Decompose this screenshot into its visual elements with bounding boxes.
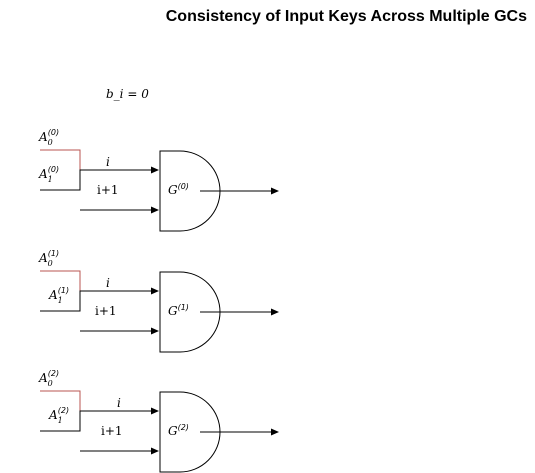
wire-label-lower: i+1: [95, 304, 117, 318]
input-wire-upper: [40, 287, 159, 312]
key-zero-label: A0(2): [38, 369, 59, 388]
key-zero-label: A0(0): [38, 128, 59, 147]
condition-label: b_i = 0: [106, 87, 149, 101]
key-one-label: A1(1): [48, 286, 69, 305]
input-wire-upper: [40, 407, 159, 432]
diagram-title: Consistency of Input Keys Across Multipl…: [165, 8, 527, 25]
wire-label-lower: i+1: [97, 183, 119, 197]
wire-label-upper: i: [106, 155, 110, 169]
key-zero-wire: [40, 149, 81, 170]
key-zero-wire: [40, 390, 81, 411]
key-one-label: A1(2): [48, 406, 69, 425]
gate-shape: [159, 271, 221, 353]
key-zero-label: A0(1): [38, 249, 59, 268]
gate-shape: [159, 150, 221, 232]
key-zero-wire: [40, 270, 81, 291]
wire-label-lower: i+1: [101, 424, 123, 438]
key-one-label: A1(0): [38, 165, 59, 184]
gate-shape: [159, 391, 221, 473]
wire-label-upper: i: [106, 276, 110, 290]
input-wire-upper: [40, 166, 159, 191]
wire-label-upper: i: [117, 396, 121, 410]
